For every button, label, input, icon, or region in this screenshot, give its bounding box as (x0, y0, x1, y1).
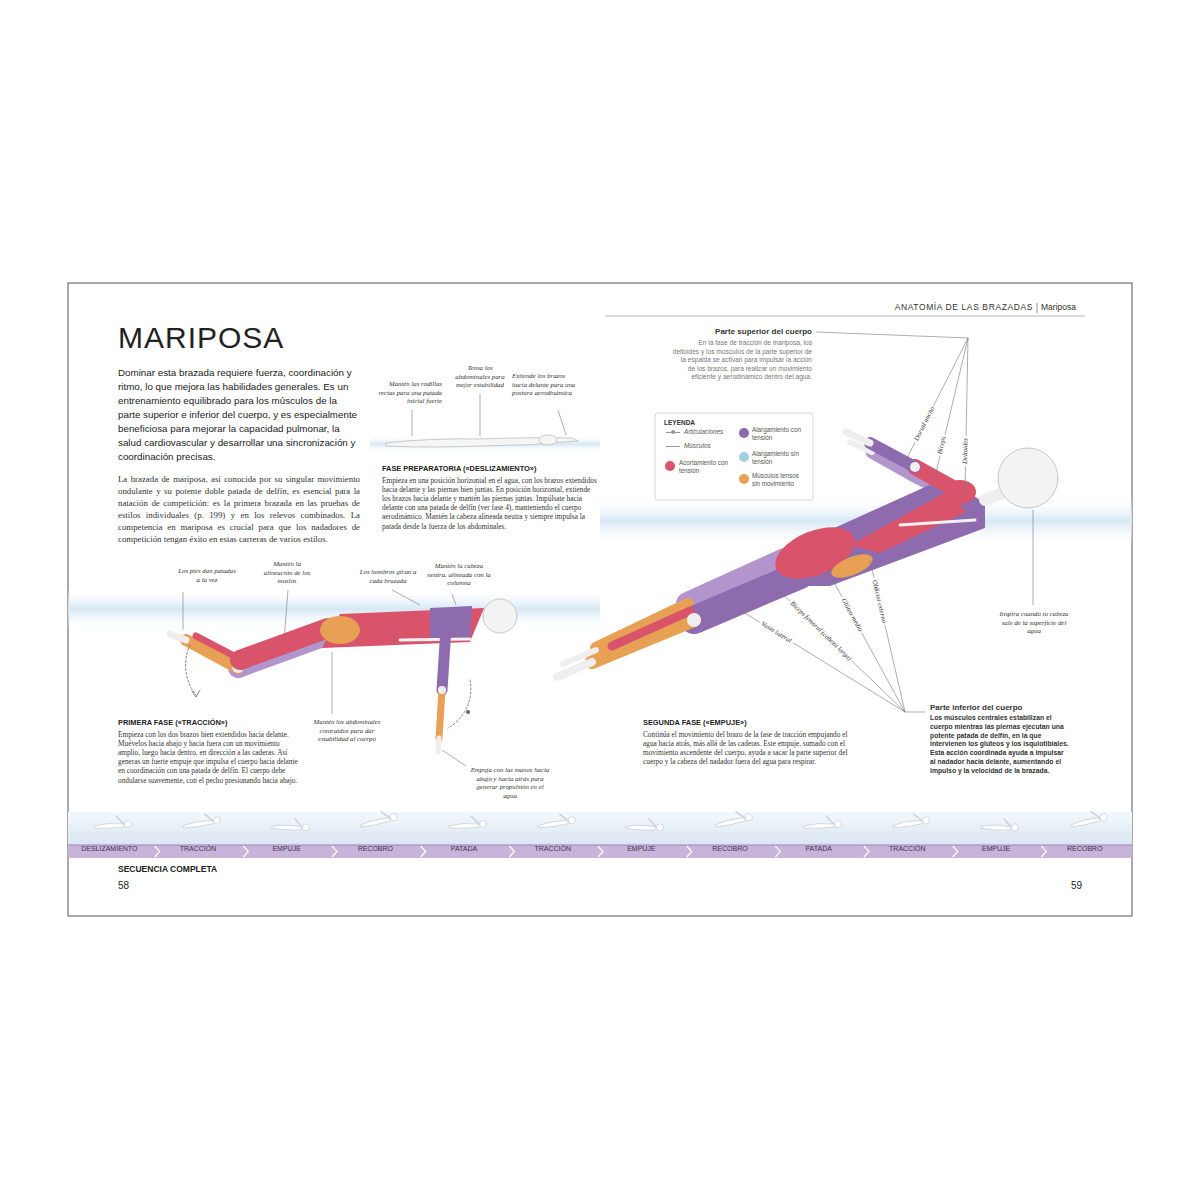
callout-note: Extiende los brazos hacia delante para u… (512, 372, 578, 398)
callout-note: Mantén la cabeza neutra, alineada con la… (426, 562, 492, 588)
phase-heading: FASE PREPARATORIA («DESLIZAMIENTO») (382, 464, 597, 474)
muscle-label: Deltoides (960, 436, 971, 466)
muscle-label: Vasto lateral (757, 618, 795, 647)
region-text: En la fase de tracción de mariposa, los … (672, 339, 812, 382)
phase-text: Empieza con los dos brazos bien extendid… (118, 730, 303, 785)
phase-step: TRACCIÓN (511, 845, 594, 858)
water-band (370, 436, 600, 452)
muscle-label: Glúteo medio (838, 595, 867, 636)
sequence-band: DESLIZAMIENTO TRACCIÓN EMPUJE RECOBRO PATADA… (68, 845, 1132, 858)
legend-title: LEYENDA (664, 419, 724, 427)
legend-swatch (665, 461, 675, 471)
phase-step: PATADA (777, 845, 860, 858)
muscle-label: Oblicuo externo (869, 577, 890, 626)
callout-note: Mantén la alineación de los muslos (258, 560, 316, 586)
legend-text: Músculos (684, 442, 734, 450)
region-heading: Parte inferior del cuerpo (930, 703, 1070, 713)
callout-note: Mantén las rodillas rectas para una pata… (378, 380, 442, 406)
legend-swatch (739, 452, 749, 462)
legend-swatch (739, 474, 749, 484)
phase-step: EMPUJE (955, 845, 1038, 858)
legend-joint-dot (671, 430, 675, 434)
phase-text: Empieza en una posición horizontal en el… (382, 476, 597, 531)
phase-step: EMPUJE (245, 845, 328, 858)
phase-text: Continúa el movimiento del brazo de la f… (643, 730, 855, 767)
phase-step: PATADA (423, 845, 506, 858)
page-number: 58 (118, 880, 148, 892)
phase-step: DESLIZAMIENTO (68, 845, 151, 858)
legend-text: Alargamiento sin tensión (752, 450, 808, 465)
sequence-chevrons (155, 846, 1047, 857)
swimmer-pull-figure (170, 599, 517, 752)
region-text: Los músculos centrales estabilizan el cu… (930, 714, 1070, 776)
muscle-label: Bíceps (934, 433, 949, 457)
muscle-label: Dorsal ancho (911, 403, 939, 444)
legend-frame (655, 413, 813, 500)
page-title: MARIPOSA (118, 321, 284, 355)
header-rule (605, 316, 1085, 317)
legend-text: Acortamiento con tensión (679, 459, 731, 474)
legend-text: Articulaciones (684, 428, 734, 436)
sequence-title: SECUENCIA COMPLETA (118, 864, 318, 875)
phase-step: RECOBRO (689, 845, 772, 858)
page-number: 59 (1060, 880, 1082, 892)
legend-swatch (739, 428, 749, 438)
page-frame (68, 283, 1132, 916)
legend-text: Músculos tensos sin movimiento (752, 472, 808, 487)
region-heading: Parte superior del cuerpo (672, 327, 812, 337)
running-head-section: Mariposa (1041, 302, 1091, 313)
legend-line-sample (666, 446, 680, 447)
callout-note: Empuja con las manos hacia abajo y hacia… (470, 766, 550, 800)
phase-step: RECOBRO (1043, 845, 1126, 858)
phase-heading: PRIMERA FASE («TRACCIÓN») (118, 718, 303, 728)
intro-text: Dominar esta brazada requiere fuerza, co… (118, 366, 360, 464)
phase-heading: SEGUNDA FASE («EMPUJE») (643, 718, 855, 728)
sequence-water (68, 812, 1132, 845)
callout-note: Mantén los abdominales contraídos para d… (306, 718, 388, 744)
phase-step: RECOBRO (334, 845, 417, 858)
sequence-band (68, 845, 1132, 858)
phase-step: TRACCIÓN (866, 845, 949, 858)
callout-note: Los pies dan patadas a la vez (178, 567, 236, 584)
callout-note: Tensa los abdominales para mejor estabil… (452, 364, 508, 390)
sequence-band-rule (68, 845, 1132, 846)
body-text: La brazada de mariposa, así conocida por… (118, 473, 360, 545)
phase-step: EMPUJE (600, 845, 683, 858)
callout-note: Inspira cuando tu cabeza sale de la supe… (998, 610, 1070, 636)
running-head: ANATOMÍA DE LAS BRAZADAS (860, 302, 1033, 313)
sequence-thumbnails (94, 809, 1108, 832)
legend-text: Alargamiento con tensión (752, 426, 808, 441)
glide-figure (386, 435, 578, 447)
callout-note: Los hombros giran a cada brazada (358, 568, 418, 585)
phase-step: TRACCIÓN (157, 845, 240, 858)
header-separator (1037, 303, 1038, 313)
